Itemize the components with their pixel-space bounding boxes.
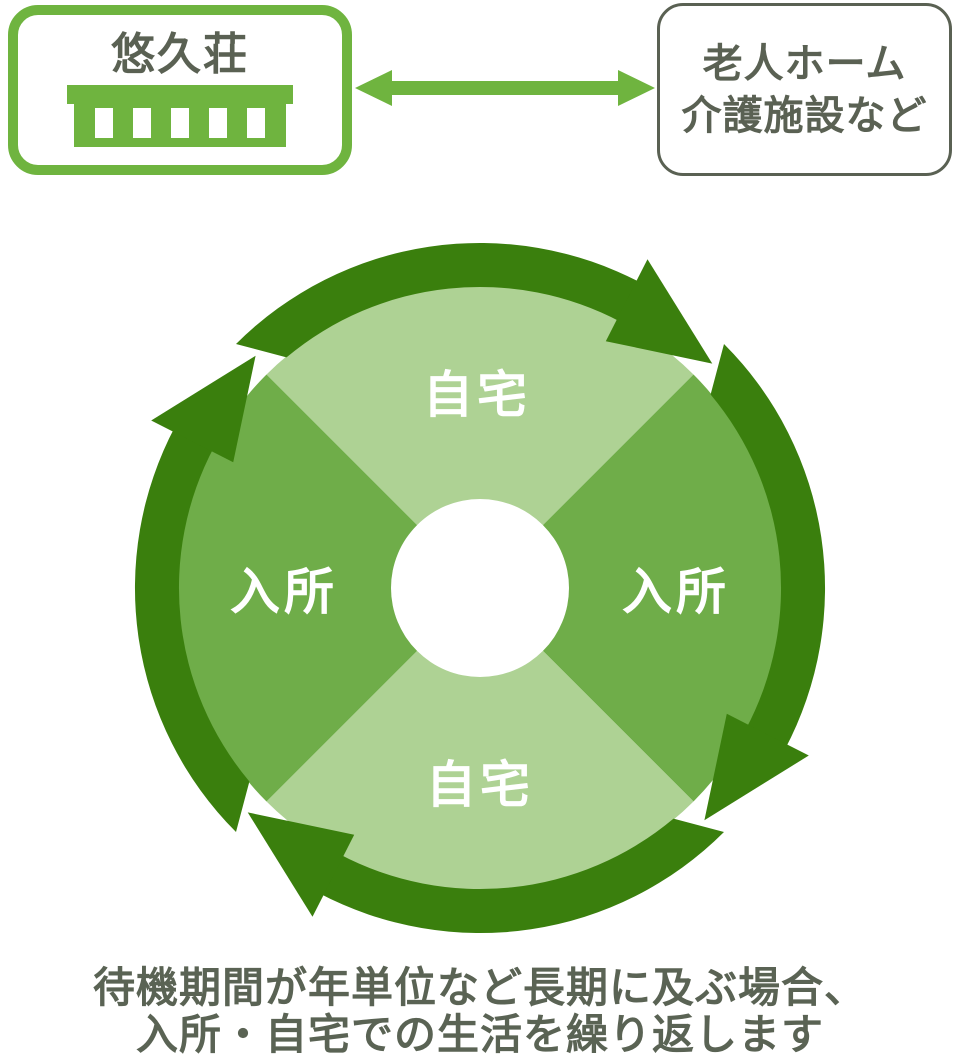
partner-line-1: 老人ホーム xyxy=(702,41,907,86)
cycle-label-admission-left: 入所 xyxy=(230,564,338,620)
quadrant-admission-right xyxy=(480,374,782,802)
caption-line-2: 入所・自宅での生活を繰り返します xyxy=(135,1011,824,1058)
quadrant-home-top xyxy=(266,286,694,588)
cycle-diagram: 自宅 入所 自宅 入所 xyxy=(120,228,840,953)
facility-box: 悠久荘 xyxy=(8,5,352,175)
partner-box: 老人ホーム 介護施設など xyxy=(657,3,952,176)
caption: 待機期間が年単位など長期に及ぶ場合、 入所・自宅での生活を繰り返します xyxy=(0,964,960,1058)
cycle-label-home-top: 自宅 xyxy=(423,367,531,423)
cycle-label-admission-right: 入所 xyxy=(622,564,730,620)
quadrant-admission-left xyxy=(178,374,480,802)
facility-building-icon xyxy=(67,85,293,152)
bidirectional-arrow-icon xyxy=(350,60,660,121)
cycle-hub xyxy=(391,499,569,677)
facility-title: 悠久荘 xyxy=(111,30,249,79)
quadrant-home-bottom xyxy=(266,588,694,890)
partner-line-2: 介護施設など xyxy=(681,93,928,138)
caption-line-1: 待機期間が年単位など長期に及ぶ場合、 xyxy=(92,964,867,1011)
cycle-quadrants xyxy=(178,286,782,890)
cycle-label-home-bottom: 自宅 xyxy=(426,757,534,813)
